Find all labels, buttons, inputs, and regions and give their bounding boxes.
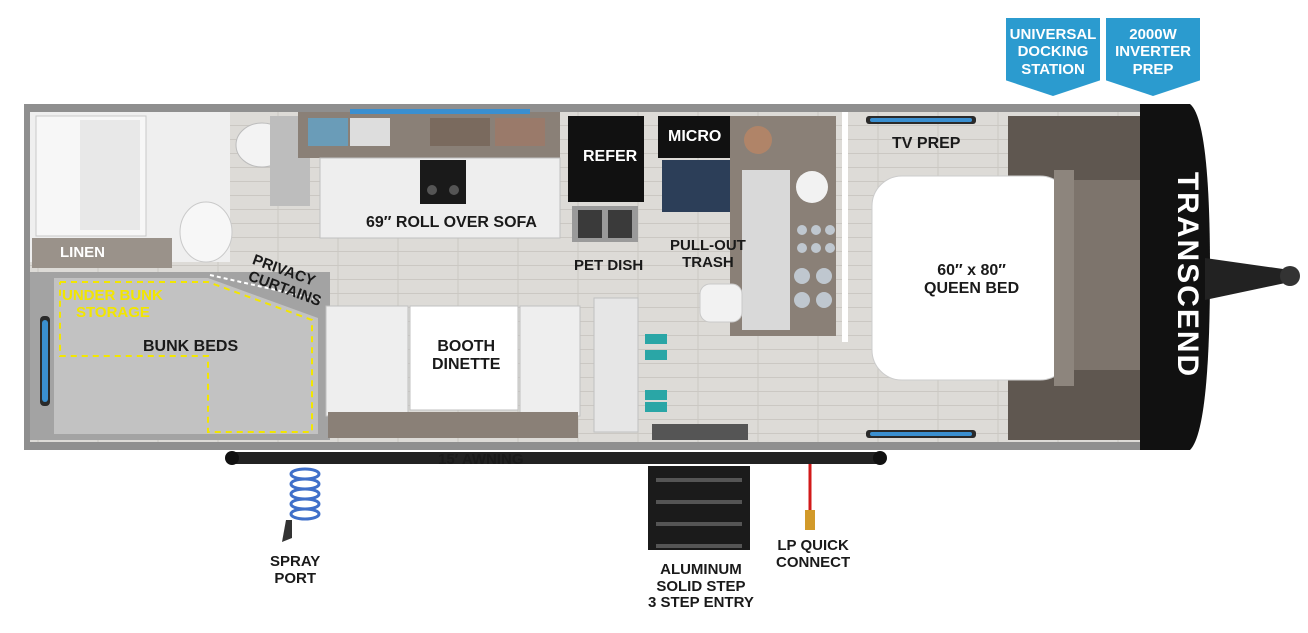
booth-dinette-line: DINETTE [432, 355, 501, 373]
linen-label: LINEN [60, 244, 105, 261]
dinette-bench-right [519, 305, 581, 417]
badge-line: DOCKING [1017, 43, 1089, 61]
lp-fitting [805, 510, 815, 530]
toilet [179, 201, 233, 263]
sofa-table [420, 160, 466, 204]
front-cap [1140, 104, 1210, 450]
queen-bed-line: 60″ x 80″ [937, 262, 1006, 279]
microwave [658, 116, 730, 158]
entry-step-label: ALUMINUM SOLID STEP 3 STEP ENTRY [648, 561, 754, 612]
booth-dinette-line: BOOTH [437, 338, 496, 355]
micro-label: MICRO [668, 128, 722, 145]
pull-out-trash [699, 283, 743, 323]
lp-quick-connect-line: CONNECT [776, 553, 851, 571]
refrigerator [568, 116, 644, 202]
bedroom-wall [842, 112, 848, 342]
pet-dish-label: PET DISH [574, 257, 644, 274]
linen-cabinet [32, 238, 172, 268]
entry-step-line: 3 STEP ENTRY [648, 594, 754, 611]
hitch [1205, 258, 1290, 300]
dinette-table [409, 305, 519, 411]
sofa-label: 69″ ROLL OVER SOFA [366, 214, 537, 231]
under-bunk-line: STORAGE [76, 303, 150, 321]
badge-line: UNIVERSAL [1009, 26, 1097, 43]
lp-quick-connect-label: LP QUICK CONNECT [776, 537, 851, 571]
bunk-beds-label: BUNK BEDS [143, 338, 239, 355]
pull-out-trash-line: TRASH [682, 253, 734, 271]
entry-steps [648, 466, 750, 550]
brand-logo: TRANSCEND [1171, 172, 1204, 378]
queen-bed-label: 60″ x 80″ QUEEN BED [924, 262, 1019, 297]
stove [662, 160, 736, 212]
dinette-bench-left [325, 305, 409, 417]
under-bunk-storage-label: UNDER BUNK STORAGE [62, 287, 163, 321]
shower-tub-edge [80, 120, 140, 230]
lp-quick-connect-line: LP QUICK [777, 537, 849, 554]
awning-label: 15′ AWNING [438, 451, 524, 468]
spray-port-line: SPRAY [270, 553, 321, 570]
badge-line: 2000W [1129, 26, 1177, 43]
under-bunk-outline [59, 281, 313, 433]
badge-line: PREP [1132, 60, 1174, 78]
booth-dinette-label: BOOTH DINETTE [432, 338, 500, 373]
spray-port-hose [289, 467, 321, 521]
spray-nozzle [282, 520, 292, 542]
under-bunk-line: UNDER BUNK [62, 287, 163, 304]
awning-bar [226, 452, 886, 464]
entry-door-mat [652, 424, 748, 440]
tv-prep-label: TV PREP [892, 135, 961, 152]
badge-line: INVERTER [1115, 43, 1191, 61]
pull-out-trash-line: PULL-OUT [670, 237, 746, 254]
badge-line: STATION [1021, 60, 1085, 78]
pull-out-trash-label: PULL-OUT TRASH [670, 237, 746, 271]
spray-port-line: PORT [274, 569, 316, 587]
queen-bed-line: QUEEN BED [924, 279, 1020, 297]
refer-label: REFER [583, 148, 638, 165]
spray-port-label: SPRAY PORT [270, 553, 321, 587]
entry-island [593, 297, 639, 433]
inverter-prep-badge: 2000W INVERTER PREP [1106, 18, 1200, 96]
entry-step-line: ALUMINUM [660, 561, 742, 578]
universal-docking-station-badge: UNIVERSAL DOCKING STATION [1006, 18, 1100, 96]
entry-step-line: SOLID STEP [656, 577, 746, 595]
